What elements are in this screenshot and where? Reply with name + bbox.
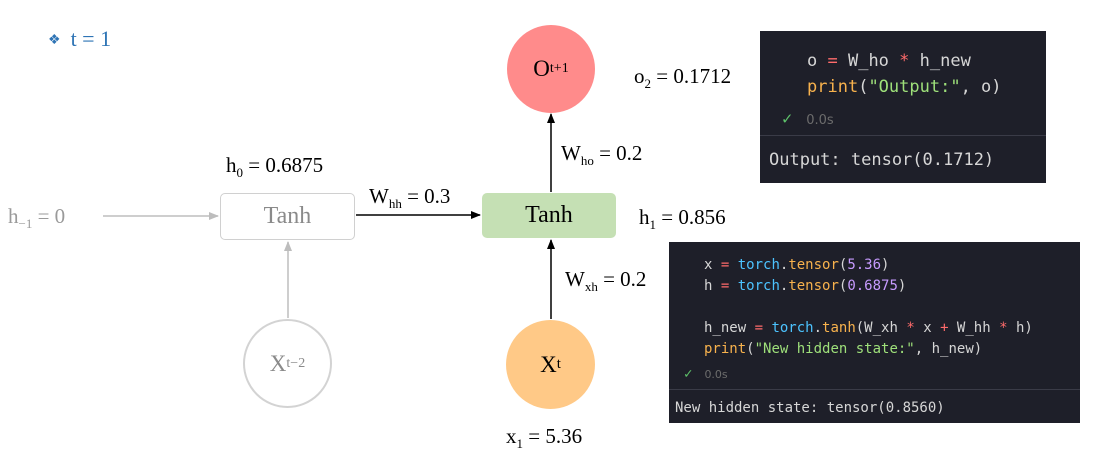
code-line: x = torch.tensor(5.36) [704,257,890,273]
execution-status: ✓0.0s [782,109,834,129]
code-line: print("New hidden state:", h_new) [704,341,983,357]
label-x1: x1 = 5.36 [506,424,583,452]
label-w-ho: Who = 0.2 [561,141,643,169]
tanh-node-previous: Tanh [220,193,355,240]
divider [760,135,1046,136]
code-cell-hidden-state: x = torch.tensor(5.36) h = torch.tensor(… [669,242,1080,423]
execution-status: ✓0.0s [684,366,728,382]
checkmark-icon: ✓ [782,109,793,129]
divider [669,389,1080,390]
code-line: h = torch.tensor(0.6875) [704,278,907,294]
code-cell-output: o = W_ho * h_new print("Output:", o) ✓0.… [760,31,1046,183]
label-o2: o2 = 0.1712 [634,64,732,92]
code-output-text: New hidden state: tensor(0.8560) [675,400,945,416]
code-line: print("Output:", o) [807,77,1002,97]
slide-title-text: t = 1 [70,26,112,51]
slide-title: ❖ t = 1 [48,26,111,52]
diamond-bullet-icon: ❖ [48,33,61,48]
label-h1: h1 = 0.856 [639,205,726,233]
code-line: h_new = torch.tanh(W_xh * x + W_hh * h) [704,320,1033,336]
checkmark-icon: ✓ [684,366,693,382]
label-w-hh: Whh = 0.3 [369,184,451,212]
code-line: o = W_ho * h_new [807,51,971,71]
code-output-text: Output: tensor(0.1712) [769,150,995,170]
tanh-node-current: Tanh [482,193,616,238]
label-h0: h0 = 0.6875 [226,153,324,181]
label-h-minus1: h−1 = 0 [8,204,66,232]
label-w-xh: Wxh = 0.2 [565,267,647,295]
